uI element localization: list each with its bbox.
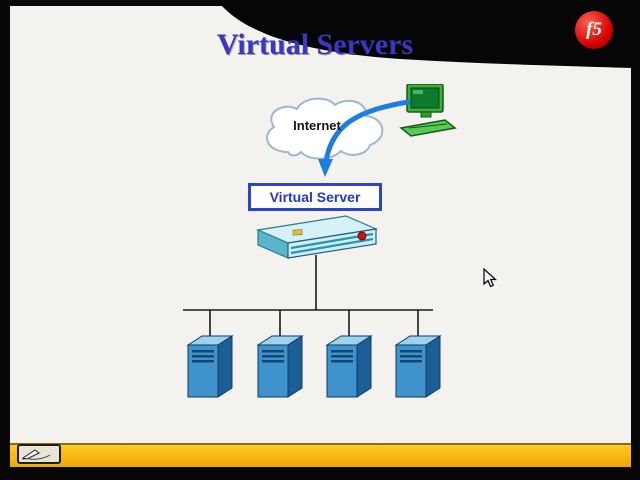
keyboard [399,119,457,137]
annotation-toolbar [10,443,631,467]
pen-tool-button[interactable] [17,444,61,464]
slide-canvas: Virtual Servers f5 Internet [10,6,631,467]
server-tower-icon [394,335,442,398]
server-tower-icon [186,335,234,398]
internet-label: Internet [293,118,341,133]
virtual-server-box: Virtual Server [248,183,382,211]
f5-logo-text: f5 [586,19,602,40]
monitor [406,84,444,118]
client-computer-icon [399,84,457,137]
diagram-overlay [183,99,442,398]
page-title: Virtual Servers [216,28,414,61]
virtual-server-label: Virtual Server [269,189,361,205]
network-lines [183,255,433,337]
f5-logo-icon: f5 [575,11,613,49]
server-tower-icon [325,335,373,398]
pen-icon [21,449,51,460]
server-tower-icon [256,335,304,398]
bigip-appliance-icon [255,215,379,259]
